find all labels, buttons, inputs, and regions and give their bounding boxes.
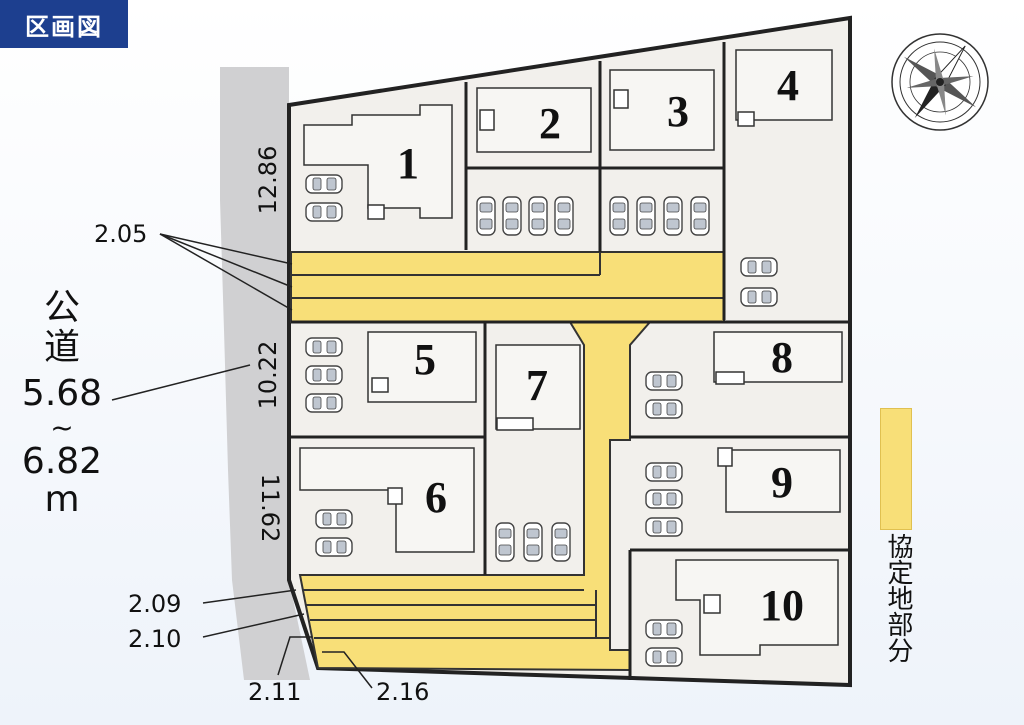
lot-number: 9	[771, 458, 793, 507]
frontage-dimension: 12.86	[254, 146, 282, 215]
legend-swatch	[880, 408, 912, 530]
frontage-dimension: 10.22	[254, 341, 282, 410]
dimension-leaders	[111, 233, 373, 689]
porches	[367, 89, 755, 614]
road-width-max: 6.82	[21, 441, 103, 482]
lot-number: 3	[667, 87, 689, 136]
road-label: 公 道 5.68 ~ 6.82 m	[12, 290, 112, 518]
road-width-min: 5.68	[21, 373, 103, 414]
lot-number: 5	[414, 335, 436, 384]
lot-number: 10	[760, 581, 804, 630]
passage-width-label: 2.11	[248, 678, 301, 706]
frontage-dimension: 11.62	[256, 474, 284, 543]
lot-number: 2	[539, 99, 561, 148]
shared-land-divisions	[291, 252, 724, 639]
road-label-line2: 道	[43, 327, 80, 368]
passage-width-label: 2.09	[128, 590, 181, 618]
lot-boundaries	[291, 42, 850, 680]
legend-label: 協定地部分	[883, 533, 913, 663]
road-width-tilde: ~	[50, 411, 74, 444]
passage-width-label: 2.16	[376, 678, 429, 706]
passage-width-label: 2.10	[128, 625, 181, 653]
page-title: 区画図	[0, 0, 128, 48]
road-label-line1: 公	[43, 287, 80, 328]
lot-number: 7	[526, 361, 548, 410]
road-width-unit: m	[44, 479, 80, 520]
passage-width-label: 2.05	[94, 220, 147, 248]
lot-number: 4	[777, 61, 799, 110]
compass-rose-icon	[891, 33, 989, 131]
lot-number: 8	[771, 333, 793, 382]
lot-number: 1	[397, 139, 419, 188]
lot-number: 6	[425, 473, 447, 522]
